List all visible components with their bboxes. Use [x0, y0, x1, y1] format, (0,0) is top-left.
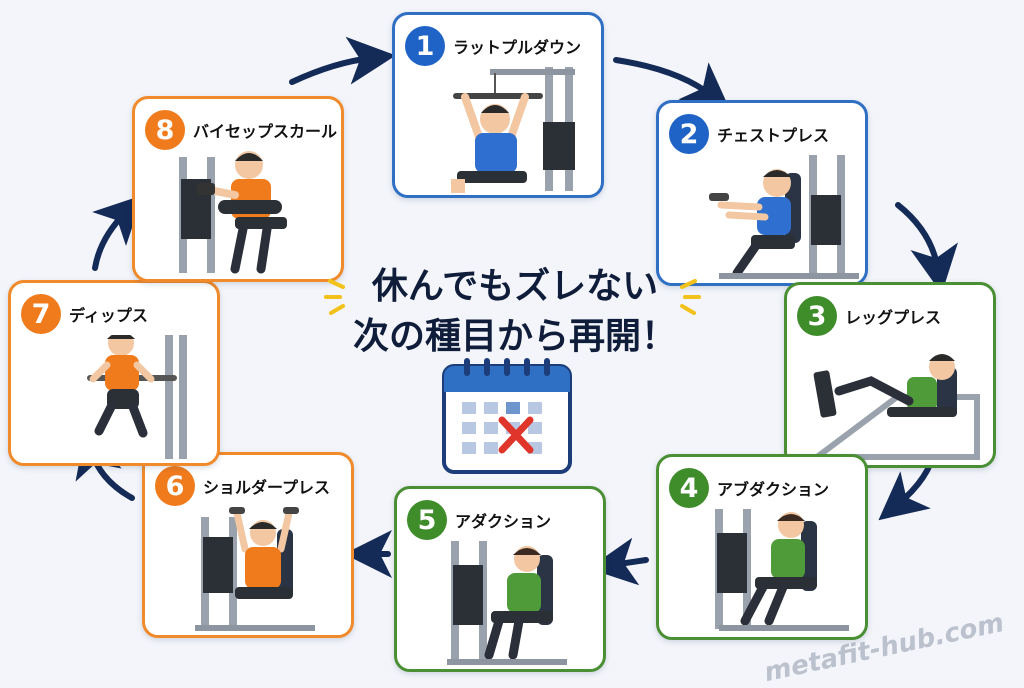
- center-headline: 休んでもズレない 次の種目から再開！: [330, 262, 700, 362]
- step-number-3: 3: [797, 296, 837, 336]
- headline-line-2: 次の種目から再開！: [352, 316, 677, 357]
- step-card-1: 1 ラットプルダウン: [392, 12, 604, 198]
- bicep-curl-illustration: [179, 151, 287, 274]
- arrow-2-to-3: [895, 202, 958, 294]
- step-label-5: アダクション: [455, 512, 552, 531]
- arrow-1-to-2: [613, 57, 731, 112]
- step-number-8: 8: [145, 110, 185, 150]
- chest-press-illustration: [709, 155, 859, 279]
- arrow-4-to-5: [588, 537, 649, 586]
- step-label-8: バイセップスカール: [193, 122, 338, 141]
- leg-press-illustration: [808, 354, 980, 460]
- step-number-6: 6: [155, 466, 195, 506]
- step-number-1: 1: [405, 26, 445, 66]
- step-card-7: 7 ディップス: [8, 280, 220, 466]
- lat-pulldown-illustration: [451, 67, 575, 193]
- step-card-5: 5 アダクション: [394, 486, 606, 672]
- step-label-2: チェストプレス: [717, 126, 830, 145]
- calendar-cross-icon: [442, 358, 572, 474]
- step-card-2: 2 チェストプレス: [656, 100, 868, 286]
- step-card-3: 3 レッグプレス: [784, 282, 996, 468]
- step-label-4: アブダクション: [717, 480, 830, 499]
- step-number-7: 7: [21, 294, 61, 334]
- dips-illustration: [87, 335, 187, 459]
- adduction-illustration: [447, 541, 567, 665]
- step-number-2: 2: [669, 114, 709, 154]
- step-card-6: 6 ショルダープレス: [142, 452, 354, 638]
- shoulder-press-illustration: [195, 507, 315, 631]
- headline-line-1: 休んでもズレない: [371, 266, 659, 307]
- step-number-5: 5: [407, 500, 447, 540]
- step-number-4: 4: [669, 468, 709, 508]
- step-label-6: ショルダープレス: [203, 478, 331, 497]
- arrow-8-to-1: [289, 36, 396, 85]
- step-label-7: ディップス: [69, 306, 148, 325]
- step-label-1: ラットプルダウン: [453, 38, 582, 57]
- arrow-7-to-8: [92, 195, 143, 271]
- step-card-8: 8 バイセップスカール: [132, 96, 344, 282]
- step-label-3: レッグプレス: [845, 308, 942, 327]
- step-card-4: 4 アブダクション: [656, 454, 868, 640]
- abduction-illustration: [715, 509, 849, 631]
